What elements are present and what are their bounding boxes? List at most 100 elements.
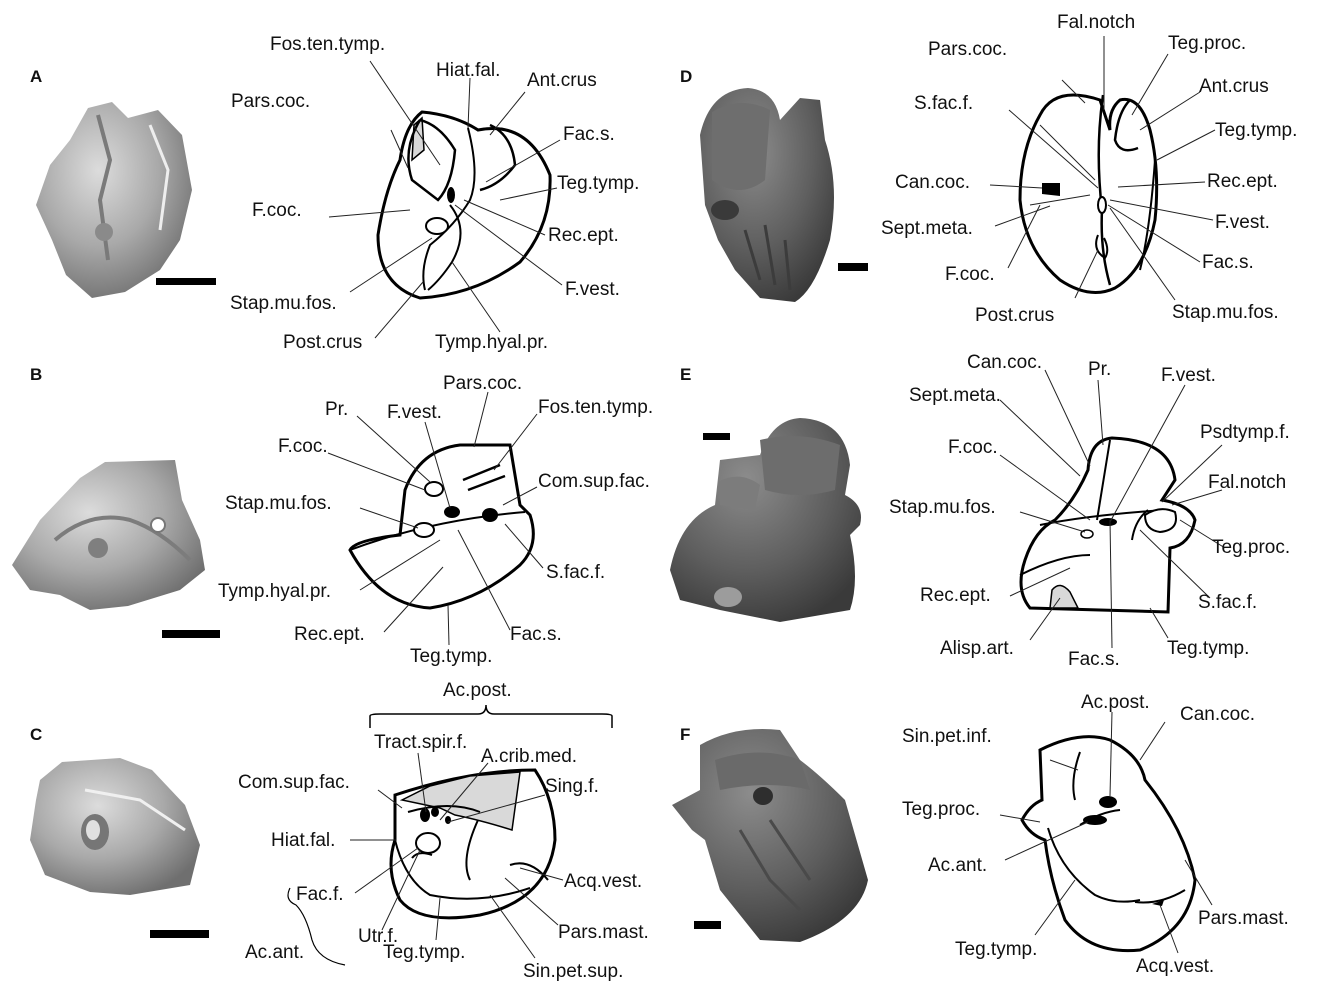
drawing-a: Fos.ten.tymp. Hiat.fal. Ant.crus Pars.co… xyxy=(230,34,639,353)
panel-letter-b: B xyxy=(30,365,42,384)
label-f-coc: F.coc. xyxy=(945,264,995,285)
label-sin-pet-inf: Sin.pet.inf. xyxy=(902,726,992,747)
label-sing-f: Sing.f. xyxy=(545,776,599,797)
label-fos-ten-tymp: Fos.ten.tymp. xyxy=(270,34,385,55)
label-stap-mu-fos: Stap.mu.fos. xyxy=(889,497,996,518)
label-sept-meta: Sept.meta. xyxy=(881,218,973,239)
label-pr: Pr. xyxy=(325,399,348,420)
specimen-render-d xyxy=(700,88,834,302)
specimen-render-c xyxy=(30,758,200,895)
label-post-crus: Post.crus xyxy=(283,332,362,353)
label-com-sup-fac: Com.sup.fac. xyxy=(538,471,650,492)
label-s-fac-f: S.fac.f. xyxy=(546,562,605,583)
label-f-vest: F.vest. xyxy=(387,402,442,423)
label-acq-vest: Acq.vest. xyxy=(1136,956,1214,977)
label-ant-crus: Ant.crus xyxy=(527,70,597,91)
panel-d: D xyxy=(680,12,1297,326)
scale-bar-a xyxy=(156,278,216,285)
label-hiat-fal: Hiat.fal. xyxy=(271,830,335,851)
label-s-fac-f: S.fac.f. xyxy=(914,93,973,114)
label-can-coc: Can.coc. xyxy=(895,172,970,193)
label-teg-tymp: Teg.tymp. xyxy=(955,939,1037,960)
label-alisp-art: Alisp.art. xyxy=(940,638,1014,659)
label-fac-s: Fac.s. xyxy=(1202,252,1254,273)
label-tract-spir-f: Tract.spir.f. xyxy=(374,732,467,753)
panel-letter-a: A xyxy=(30,67,42,86)
label-f-coc: F.coc. xyxy=(252,200,302,221)
panel-letter-c: C xyxy=(30,725,42,744)
label-s-fac-f: S.fac.f. xyxy=(1198,592,1257,613)
panel-letter-e: E xyxy=(680,365,691,384)
label-can-coc: Can.coc. xyxy=(1180,704,1255,725)
label-rec-ept: Rec.ept. xyxy=(920,585,991,606)
label-teg-tymp: Teg.tymp. xyxy=(410,646,492,667)
specimen-render-f xyxy=(672,729,868,942)
scale-bar-e xyxy=(703,433,730,440)
drawing-d: Fal.notch Pars.coc. Teg.proc. Ant.crus S… xyxy=(881,12,1297,326)
drawing-e: Can.coc. Pr. F.vest. Sept.meta. Psdtymp.… xyxy=(889,352,1290,670)
label-teg-proc: Teg.proc. xyxy=(1168,33,1246,54)
specimen-render-a xyxy=(36,102,192,298)
label-stap-mu-fos: Stap.mu.fos. xyxy=(225,493,332,514)
label-tymp-hyal-pr: Tymp.hyal.pr. xyxy=(435,332,548,353)
label-rec-ept: Rec.ept. xyxy=(294,624,365,645)
panel-f: F Ac.post. Can.coc. S xyxy=(672,692,1289,977)
label-teg-tymp: Teg.tymp. xyxy=(1167,638,1249,659)
label-f-coc: F.coc. xyxy=(948,437,998,458)
label-com-sup-fac: Com.sup.fac. xyxy=(238,772,350,793)
label-fos-ten-tymp: Fos.ten.tymp. xyxy=(538,397,653,418)
label-pars-coc: Pars.coc. xyxy=(928,39,1007,60)
panel-a: A Fos xyxy=(30,34,639,353)
label-pars-mast: Pars.mast. xyxy=(558,922,649,943)
drawing-b: Pars.coc. Pr. F.vest. Fos.ten.tymp. F.co… xyxy=(218,373,653,667)
scale-bar-f xyxy=(694,921,721,929)
label-rec-ept: Rec.ept. xyxy=(548,225,619,246)
specimen-render-e xyxy=(670,418,861,622)
label-fac-s: Fac.s. xyxy=(510,624,562,645)
label-sin-pet-sup: Sin.pet.sup. xyxy=(523,961,623,982)
specimen-render-b xyxy=(12,460,205,610)
label-psdtymp-f: Psdtymp.f. xyxy=(1200,422,1290,443)
label-teg-tymp: Teg.tymp. xyxy=(1215,120,1297,141)
label-ant-crus: Ant.crus xyxy=(1199,76,1269,97)
panel-e: E xyxy=(670,352,1290,670)
label-sept-meta: Sept.meta. xyxy=(909,385,1001,406)
scale-bar-b xyxy=(162,630,220,638)
label-ac-ant: Ac.ant. xyxy=(245,942,304,963)
label-ac-post: Ac.post. xyxy=(443,680,512,701)
label-fac-s: Fac.s. xyxy=(563,124,615,145)
drawing-c: Ac.post. Tract.spir.f. A.crib.med. Com.s… xyxy=(238,680,649,982)
label-f-vest: F.vest. xyxy=(1215,212,1270,233)
panel-letter-f: F xyxy=(680,725,690,744)
label-teg-tymp: Teg.tymp. xyxy=(557,173,639,194)
drawing-f: Ac.post. Can.coc. Sin.pet.inf. Teg.proc.… xyxy=(902,692,1289,977)
label-f-vest: F.vest. xyxy=(565,279,620,300)
label-tymp-hyal-pr: Tymp.hyal.pr. xyxy=(218,581,331,602)
label-stap-mu-fos: Stap.mu.fos. xyxy=(1172,302,1279,323)
panel-b: B Par xyxy=(12,365,653,667)
scale-bar-d xyxy=(838,263,868,271)
panel-c: C xyxy=(30,680,649,982)
label-fal-notch: Fal.notch xyxy=(1208,472,1286,493)
label-teg-proc: Teg.proc. xyxy=(1212,537,1290,558)
label-pr: Pr. xyxy=(1088,359,1111,380)
label-can-coc: Can.coc. xyxy=(967,352,1042,373)
label-fac-f: Fac.f. xyxy=(296,884,344,905)
label-f-coc: F.coc. xyxy=(278,436,328,457)
label-acq-vest: Acq.vest. xyxy=(564,871,642,892)
label-ac-post: Ac.post. xyxy=(1081,692,1150,713)
panel-letter-d: D xyxy=(680,67,692,86)
label-a-crib-med: A.crib.med. xyxy=(481,746,577,767)
label-hiat-fal: Hiat.fal. xyxy=(436,60,500,81)
label-fac-s: Fac.s. xyxy=(1068,649,1120,670)
label-teg-proc: Teg.proc. xyxy=(902,799,980,820)
label-ac-ant: Ac.ant. xyxy=(928,855,987,876)
label-f-vest: F.vest. xyxy=(1161,365,1216,386)
label-post-crus: Post.crus xyxy=(975,305,1054,326)
label-pars-coc: Pars.coc. xyxy=(231,91,310,112)
label-pars-coc: Pars.coc. xyxy=(443,373,522,394)
label-fal-notch: Fal.notch xyxy=(1057,12,1135,33)
label-rec-ept: Rec.ept. xyxy=(1207,171,1278,192)
label-teg-tymp: Teg.tymp. xyxy=(383,942,465,963)
